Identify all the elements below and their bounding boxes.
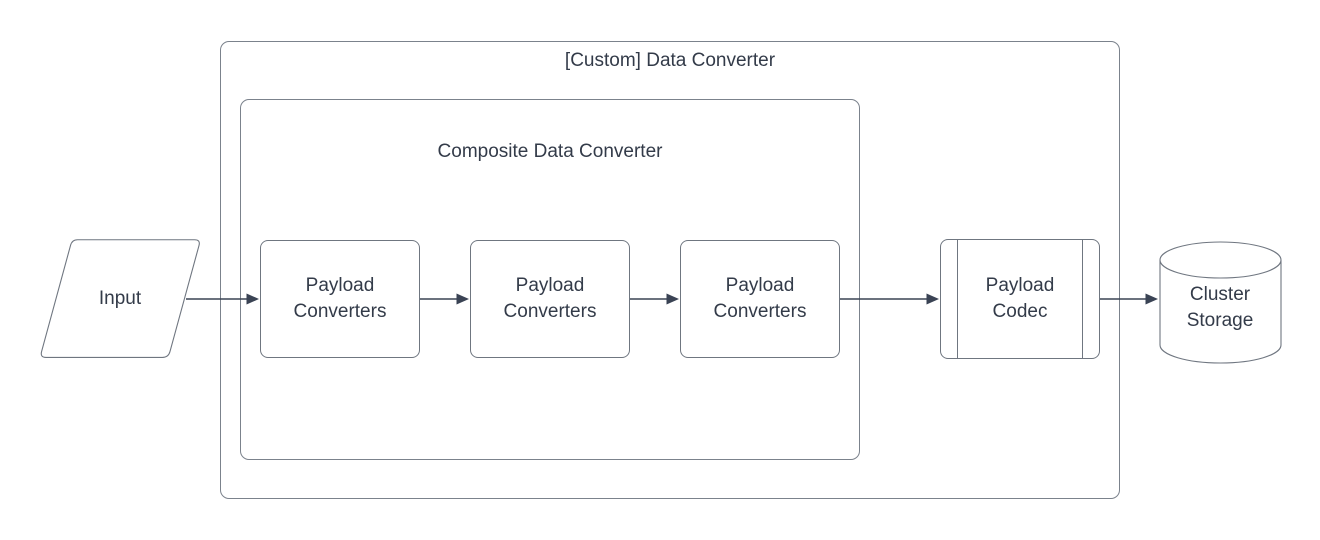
payload-codec-label: Payload Codec <box>985 275 1055 322</box>
custom-data-converter-container <box>220 41 1120 499</box>
input-parallelogram-shape <box>40 239 200 358</box>
payload-converters-label-1: Payload Converters <box>293 275 387 322</box>
payload-converters-node-3: Payload Converters <box>680 240 840 358</box>
composite-data-converter-title: Composite Data Converter <box>437 141 663 162</box>
composite-data-converter-container <box>240 99 860 460</box>
custom-data-converter-title: [Custom] Data Converter <box>564 50 776 71</box>
codec-left-bar <box>957 240 958 358</box>
codec-right-bar <box>1082 240 1083 358</box>
payload-converters-node-1: Payload Converters <box>260 240 420 358</box>
cluster-storage-cylinder-shape <box>1159 241 1282 364</box>
payload-converters-label-2: Payload Converters <box>503 275 597 322</box>
payload-converters-node-2: Payload Converters <box>470 240 630 358</box>
payload-converters-label-3: Payload Converters <box>713 275 807 322</box>
payload-codec-node: Payload Codec <box>940 239 1100 359</box>
